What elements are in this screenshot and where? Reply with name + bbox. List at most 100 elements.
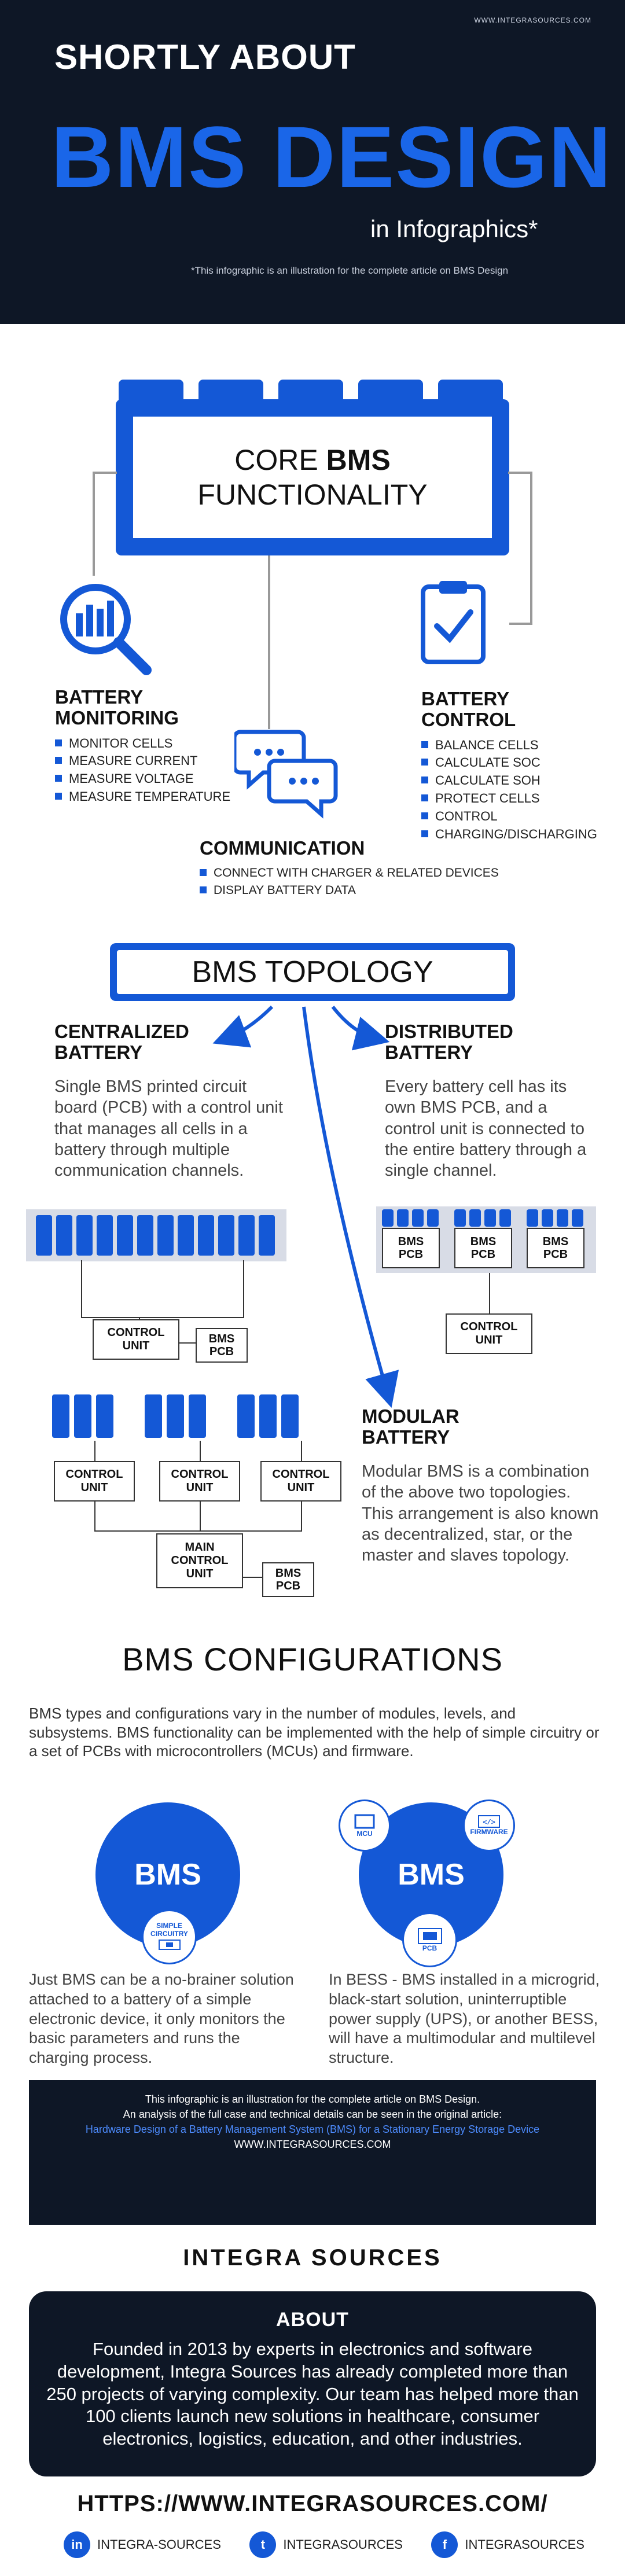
battery-cell	[454, 1209, 466, 1227]
wire	[94, 1441, 95, 1461]
article-url[interactable]: WWW.INTEGRASOURCES.COM	[234, 2139, 391, 2151]
monitoring-item: MEASURE CURRENT	[55, 752, 230, 770]
battery-cell	[97, 1215, 113, 1256]
battery-cell	[259, 1394, 277, 1438]
cu-a: CONTROL	[171, 1554, 229, 1567]
mcu-label: MCU	[356, 1830, 373, 1838]
core-text-b: BMS	[326, 444, 391, 476]
cu-a: CONTROL	[107, 1326, 165, 1339]
wire	[81, 1260, 82, 1318]
modular-desc: Modular BMS is a combination of the abov…	[362, 1462, 599, 1565]
configs-title: BMS CONFIGURATIONS	[122, 1641, 503, 1677]
mcu-badge: MCU	[339, 1799, 391, 1852]
connector	[93, 472, 117, 474]
cu-b: UNIT	[475, 1334, 503, 1346]
distributed-section: DISTRIBUTED BATTERY	[385, 1021, 513, 1063]
cu-a: CONTROL	[460, 1320, 518, 1333]
control-item: CONTROL	[421, 808, 597, 826]
communication-title: COMMUNICATION	[200, 837, 365, 859]
wire	[200, 1502, 201, 1530]
centralized-section: CENTRALIZED BATTERY	[54, 1021, 189, 1063]
wire	[242, 1577, 262, 1578]
connector	[93, 472, 95, 576]
connector	[509, 623, 532, 625]
title-line-3: in Infographics*	[370, 215, 538, 242]
control-item: PROTECT CELLS	[421, 790, 597, 808]
monitoring-section: BATTERY MONITORING MONITOR CELLS MEASURE…	[55, 686, 230, 806]
monitoring-title-2: MONITORING	[55, 707, 179, 729]
distributed-title-2: BATTERY	[385, 1042, 473, 1063]
battery-cell	[189, 1394, 206, 1438]
wire	[200, 1441, 201, 1461]
monitoring-item: MEASURE TEMPERATURE	[55, 788, 230, 806]
battery-cell	[167, 1394, 184, 1438]
core-box: CORE BMS FUNCTIONALITY	[116, 399, 509, 555]
control-item: CALCULATE SOC	[421, 754, 597, 772]
title-line-1: SHORTLY ABOUT	[54, 38, 356, 76]
firmware-code-icon: </>	[478, 1815, 500, 1828]
distributed-title-1: DISTRIBUTED	[385, 1021, 513, 1042]
article-line-1: This infographic is an illustration for …	[145, 2093, 480, 2105]
control-item: CALCULATE SOH	[421, 772, 597, 790]
article-link[interactable]: Hardware Design of a Battery Management …	[85, 2124, 540, 2136]
wire	[178, 1342, 196, 1344]
header-banner: WWW.INTEGRASOURCES.COM SHORTLY ABOUT BMS…	[0, 0, 625, 324]
topology-box: BMS TOPOLOGY	[110, 943, 515, 1001]
pcb-b: PCB	[209, 1345, 234, 1358]
control-item: BALANCE CELLS	[421, 737, 597, 755]
battery-cell	[238, 1215, 255, 1256]
battery-cell	[527, 1209, 538, 1227]
battery-cell	[117, 1215, 133, 1256]
monitoring-item: MEASURE VOLTAGE	[55, 770, 230, 788]
wire	[489, 1273, 490, 1313]
cu-a: CONTROL	[65, 1468, 123, 1481]
battery-cell	[557, 1209, 568, 1227]
pcb-a: BMS	[542, 1235, 569, 1248]
pcb-board-icon	[417, 1927, 442, 1944]
main-a: MAIN	[185, 1541, 215, 1554]
battery-cell	[96, 1394, 113, 1438]
pcb-a: BMS	[208, 1333, 235, 1345]
wire	[243, 1260, 244, 1318]
social-label: INTEGRA-SOURCES	[97, 2537, 221, 2552]
pcb-b: PCB	[275, 1580, 301, 1592]
centralized-title-2: BATTERY	[54, 1042, 143, 1063]
communication-item: CONNECT WITH CHARGER & RELATED DEVICES	[200, 864, 499, 881]
firmware-badge: </> FIRMWARE	[463, 1799, 515, 1852]
battery-cell	[218, 1215, 234, 1256]
battery-cell	[259, 1215, 275, 1256]
about-box: ABOUT Founded in 2013 by experts in elec…	[29, 2291, 596, 2476]
core-text-a: CORE	[234, 444, 326, 476]
simple-b: CIRCUITRY	[150, 1929, 188, 1938]
control-title-1: BATTERY	[421, 688, 510, 709]
wire	[94, 1530, 302, 1532]
connector	[268, 555, 270, 729]
header-url[interactable]: WWW.INTEGRASOURCES.COM	[474, 16, 591, 24]
social-label: INTEGRASOURCES	[283, 2537, 403, 2552]
cu-b: UNIT	[122, 1339, 150, 1352]
pcb-b: PCB	[470, 1248, 496, 1261]
control-item-cont: CHARGING/DISCHARGING	[421, 826, 597, 844]
pcb-label: PCB	[422, 1944, 438, 1952]
config-left-desc: Just BMS can be a no-brainer solution at…	[29, 1971, 294, 2066]
communication-item: DISPLAY BATTERY DATA	[200, 882, 499, 899]
bms-circle-simple: BMS	[95, 1802, 240, 1947]
control-section: BATTERY CONTROL BALANCE CELLS CALCULATE …	[421, 688, 597, 844]
battery-cell	[412, 1209, 424, 1227]
footer-url[interactable]: HTTPS://WWW.INTEGRASOURCES.COM/	[77, 2491, 548, 2516]
topology-arrows	[212, 1005, 399, 1408]
wire	[94, 1502, 95, 1530]
core-inner: CORE BMS FUNCTIONALITY	[133, 417, 492, 538]
cu-b: UNIT	[186, 1481, 214, 1494]
social-label: INTEGRASOURCES	[465, 2537, 584, 2552]
control-item-cont-text: CHARGING/DISCHARGING	[435, 826, 597, 841]
